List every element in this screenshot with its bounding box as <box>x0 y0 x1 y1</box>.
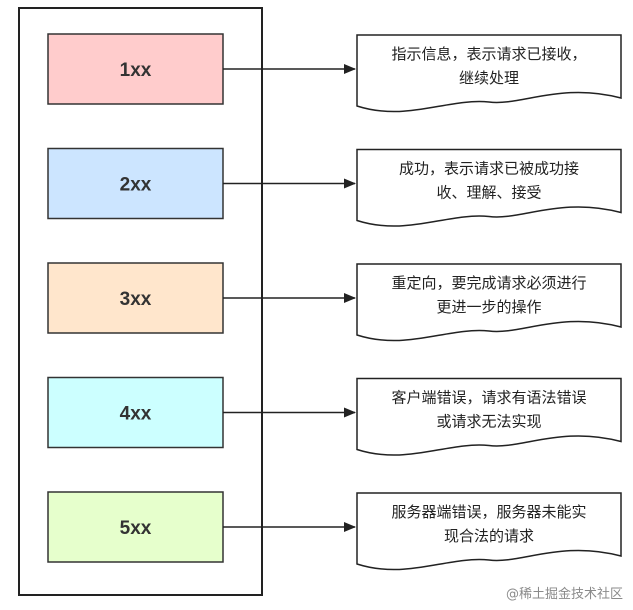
outer-container <box>18 7 263 596</box>
status-box-2xx <box>47 147 224 220</box>
status-code-label: 4xx <box>120 404 152 425</box>
status-box-1xx <box>47 33 224 105</box>
status-box-5xx <box>47 491 224 563</box>
description-line: 更进一步的操作 <box>436 298 541 316</box>
description-line: 收、理解、接受 <box>436 184 541 202</box>
description-box <box>356 34 622 113</box>
description-box <box>356 263 622 342</box>
status-code-label: 3xx <box>120 289 152 310</box>
status-code-label: 1xx <box>120 60 152 81</box>
status-code-label: 5xx <box>120 518 152 539</box>
description-line: 重定向，要完成请求必须进行 <box>391 274 586 292</box>
description-line: 或请求无法实现 <box>436 413 541 431</box>
description-line: 成功，表示请求已被成功接 <box>399 160 579 178</box>
credit-watermark: @稀土掘金技术社区 <box>505 587 623 602</box>
description-box <box>356 377 622 456</box>
description-box <box>356 492 622 571</box>
description-line: 客户端错误，请求有语法错误 <box>391 389 586 407</box>
description-box <box>356 148 622 227</box>
description-line: 指示信息，表示请求已接收， <box>391 45 586 63</box>
description-line: 继续处理 <box>459 69 519 87</box>
description-line: 服务器端错误，服务器未能实 <box>391 503 586 521</box>
description-line: 现合法的请求 <box>444 527 534 545</box>
status-code-label: 2xx <box>120 175 152 196</box>
status-box-3xx <box>47 262 224 334</box>
